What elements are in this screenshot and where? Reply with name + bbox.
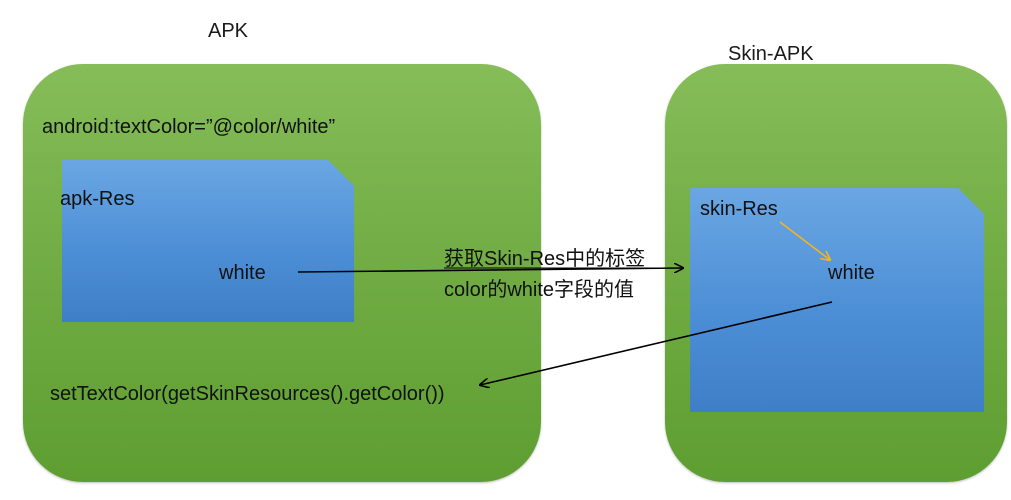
- apk-res-label: apk-Res: [60, 188, 135, 210]
- skin-res-label: skin-Res: [700, 198, 778, 220]
- arrow-note-line-1: 获取Skin-Res中的标签: [444, 248, 646, 270]
- apk-res-white-value: white: [219, 262, 266, 284]
- skin-apk-title: Skin-APK: [728, 43, 814, 65]
- arrow-skin-to-apk: [480, 301, 833, 385]
- skin-res-white-value: white: [828, 262, 875, 284]
- arrow-skin-res-to-white: [779, 221, 830, 260]
- arrow-note-line-2: color的white字段的值: [444, 279, 635, 301]
- apk-title: APK: [208, 20, 249, 42]
- skin-res-document: [690, 188, 984, 412]
- apk-text-color-attribute: android:textColor=”@color/white”: [42, 116, 336, 138]
- arrow-apk-to-skin: [297, 268, 683, 272]
- apk-res-document: [62, 160, 354, 322]
- set-text-color-call: setTextColor(getSkinResources().getColor…: [50, 383, 445, 405]
